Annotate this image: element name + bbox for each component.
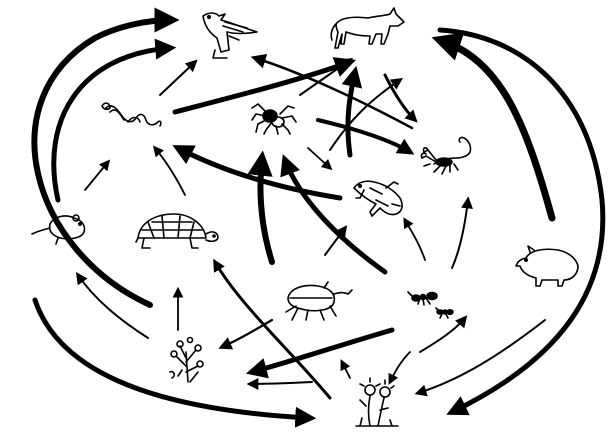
arrow-ants-to-wildflower: [390, 352, 410, 382]
arrow-lizard-to-scorpion-small: [308, 148, 330, 168]
arrow-wildflower-to-ants-right: [420, 318, 465, 352]
arrow-peccary-to-wildflower: [418, 320, 545, 393]
hawk-icon: [203, 13, 257, 58]
arrow-ants-to-scorpion: [452, 200, 468, 268]
arrow-beetle-to-tarantula-left: [260, 158, 272, 262]
arrow-wildflower-to-beetle: [342, 362, 350, 378]
ant-icon: [408, 292, 453, 318]
wildflower-icon: [356, 378, 398, 426]
arrow-tortoise-to-snake: [155, 148, 185, 195]
scorpion-icon: [421, 137, 470, 174]
arrow-scorpion-to-coyote: [348, 72, 355, 155]
arrow-snake-to-hawk-thin: [160, 62, 195, 95]
arrows-layer: [34, 20, 602, 418]
arrow-rat-to-wildflower: [35, 300, 310, 418]
peccary-icon: [516, 246, 578, 286]
snake-icon: [102, 103, 161, 126]
arrow-ants-to-lizard: [405, 220, 425, 260]
tortoise-icon: [136, 214, 218, 248]
beetle-icon: [286, 282, 352, 320]
shrub-icon: [170, 338, 203, 383]
lizard-icon: [354, 181, 402, 216]
arrow-snake-to-coyote: [175, 62, 350, 112]
arrow-ants-to-tarantula: [285, 160, 385, 272]
arrow-wildflower-to-shrub-low: [250, 382, 312, 384]
arrow-coyote-down-to-scorpion: [385, 75, 415, 120]
tarantula-icon: [252, 104, 296, 134]
coyote-icon: [331, 8, 404, 48]
arrow-wildflower-up-to-tarantula: [215, 262, 330, 398]
arrow-rat-to-snake-thin: [85, 162, 108, 190]
